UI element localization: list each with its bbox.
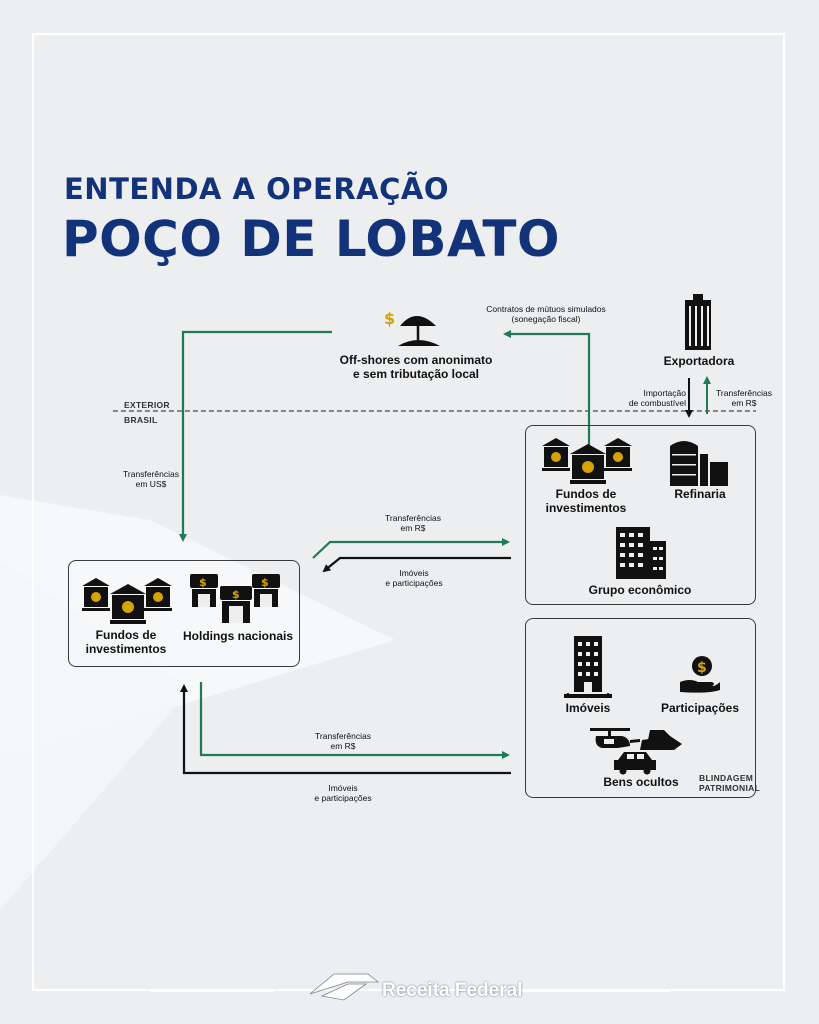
- blindagem-line-2: PATRIMONIAL: [699, 783, 761, 793]
- svg-text:$: $: [199, 576, 207, 589]
- title-line-2: POÇO DE LOBATO: [62, 210, 560, 268]
- arrow-mid-black: [322, 556, 511, 573]
- contratos-line-1: Contratos de mútuos simulados: [486, 304, 606, 314]
- receita-logo-icon: [309, 973, 380, 1001]
- arrow-mid-green: [312, 538, 510, 559]
- residential-building-icon: [564, 636, 612, 698]
- blindagem-box: [525, 618, 756, 798]
- arrow-bot-green: [199, 682, 510, 759]
- fundos-right-label: Fundos de investimentos: [536, 487, 636, 515]
- transf-mid-line-1: Transferências: [385, 513, 441, 523]
- imoveis-bot-line-2: e participações: [314, 793, 372, 803]
- transf-bot-note: Transferências em R$: [310, 731, 376, 751]
- imoveis-bot-line-1: Imóveis: [328, 783, 358, 793]
- offshores-line-1: Off-shores com anonimato: [339, 353, 493, 367]
- svg-text:$: $: [384, 309, 395, 328]
- office-building-icon: [616, 527, 666, 579]
- holdings-stores-icon: $ $ $: [190, 574, 280, 623]
- imoveis-bot-note: Imóveis e participações: [304, 783, 382, 803]
- importacao-line-1: Importação: [643, 388, 686, 398]
- transf-exportadora-line-2: em R$: [731, 398, 757, 408]
- importacao-line-2: de combustível: [628, 398, 686, 408]
- imoveis-mid-note: Imóveis e participações: [376, 568, 452, 588]
- offshores-line-2: e sem tributação local: [352, 367, 480, 381]
- transf-bot-line-2: em R$: [330, 741, 356, 751]
- hand-coin-icon: $: [680, 656, 720, 693]
- arrow-offshore-to-fundos: [179, 330, 332, 542]
- imoveis-mid-line-2: e participações: [385, 578, 443, 588]
- transf-us-line-1: Transferências: [123, 469, 179, 479]
- svg-text:$: $: [697, 660, 707, 676]
- holdings-label: Holdings nacionais: [182, 629, 293, 643]
- transf-bot-line-1: Transferências: [315, 731, 371, 741]
- brasil-group-box: [525, 425, 756, 605]
- svg-text:$: $: [261, 576, 269, 589]
- footer-line-right: [520, 990, 670, 992]
- exportadora-label: Exportadora: [663, 354, 735, 368]
- footer-line-left: [150, 990, 274, 992]
- offshores-label: Off-shores com anonimato e sem tributaçã…: [326, 353, 506, 381]
- banks-icon: [542, 438, 632, 484]
- contratos-line-2: (sonegação fiscal): [511, 314, 581, 324]
- transf-exportadora-note: Transferências em R$: [714, 388, 774, 408]
- blindagem-tag: BLINDAGEM PATRIMONIAL: [699, 773, 760, 793]
- transf-mid-note: Transferências em R$: [380, 513, 446, 533]
- transf-us-line-2: em US$: [135, 479, 167, 489]
- title-line-1: ENTENDA A OPERAÇÃO: [64, 172, 449, 206]
- page-frame: [32, 33, 785, 991]
- fundos-left-line-2: investimentos: [85, 642, 167, 656]
- imoveis-mid-line-1: Imóveis: [399, 568, 429, 578]
- nacional-group-box: [68, 560, 300, 667]
- refinaria-label: Refinaria: [674, 487, 726, 501]
- imoveis-label: Imóveis: [565, 701, 611, 715]
- fundos-left-label: Fundos de investimentos: [76, 628, 176, 656]
- transf-exportadora-line-1: Transferências: [716, 388, 772, 398]
- contratos-note: Contratos de mútuos simulados (sonegação…: [476, 304, 616, 324]
- fundos-right-line-1: Fundos de: [555, 487, 617, 501]
- arrow-bot-black: [180, 684, 511, 775]
- transf-us-note: Transferências em US$: [118, 469, 184, 489]
- region-exterior: EXTERIOR: [124, 400, 170, 410]
- skyscraper-icon: [685, 294, 711, 350]
- svg-text:$: $: [232, 588, 240, 601]
- importacao-note: Importação de combustível: [618, 388, 686, 408]
- fundos-right-line-2: investimentos: [545, 501, 627, 515]
- banks-icon: [82, 578, 172, 624]
- vehicles-icon: [590, 728, 682, 775]
- participacoes-label: Participações: [660, 701, 740, 715]
- refinery-icon: [670, 441, 728, 486]
- fundos-left-line-1: Fundos de: [95, 628, 157, 642]
- region-brasil: BRASIL: [124, 415, 158, 425]
- beach-umbrella-icon: $: [384, 309, 440, 346]
- bens-label: Bens ocultos: [603, 775, 679, 789]
- footer-brand: Receita Federal: [382, 980, 523, 1001]
- blindagem-line-1: BLINDAGEM: [699, 773, 754, 783]
- arrow-fundos-to-offshore: [503, 330, 591, 446]
- grupo-label: Grupo econômico: [588, 583, 692, 597]
- transf-mid-line-2: em R$: [400, 523, 426, 533]
